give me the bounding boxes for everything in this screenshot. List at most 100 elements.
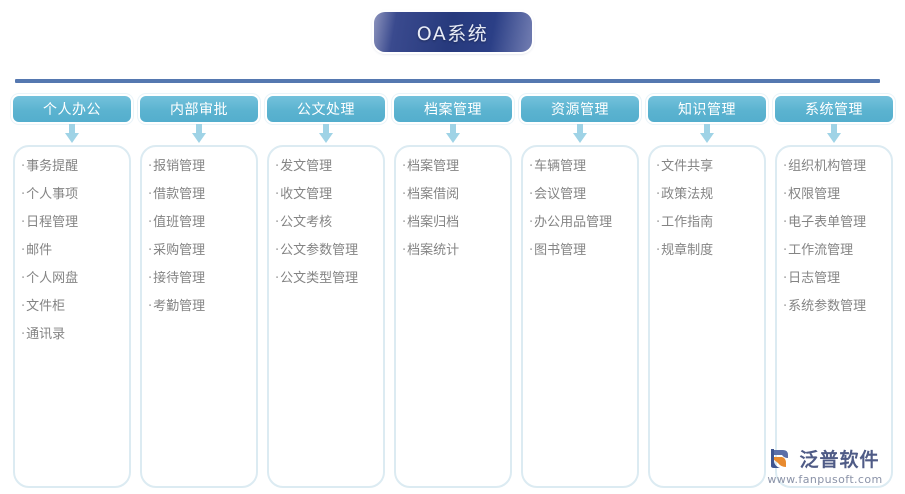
module-item[interactable]: ·文件共享 (656, 159, 760, 174)
module-column: 档案管理·档案管理·档案借阅·档案归档·档案统计 (394, 96, 512, 488)
module-item[interactable]: ·公文类型管理 (275, 271, 379, 286)
column-header-label: 内部审批 (170, 101, 228, 118)
module-item[interactable]: ·权限管理 (783, 187, 887, 202)
module-item-label: 办公用品管理 (534, 214, 613, 230)
arrow-down-icon (192, 123, 206, 144)
bullet-icon: · (402, 214, 407, 230)
module-item[interactable]: ·公文参数管理 (275, 243, 379, 258)
module-item-label: 档案归档 (407, 214, 460, 230)
module-column: 个人办公·事务提醒·个人事项·日程管理·邮件·个人网盘·文件柜·通讯录 (13, 96, 131, 488)
module-item[interactable]: ·档案借阅 (402, 187, 506, 202)
module-item-label: 个人事项 (26, 186, 79, 202)
bullet-icon: · (148, 298, 153, 314)
module-item-label: 日程管理 (26, 214, 79, 230)
module-item[interactable]: ·公文考核 (275, 215, 379, 230)
bullet-icon: · (148, 270, 153, 286)
module-item[interactable]: ·系统参数管理 (783, 299, 887, 314)
module-item-label: 邮件 (26, 242, 53, 258)
arrow-down-icon (827, 123, 841, 144)
module-item[interactable]: ·日程管理 (21, 215, 125, 230)
column-header-7[interactable]: 系统管理 (775, 96, 893, 122)
arrow-down-icon (446, 123, 460, 144)
title-area: OA系统 (0, 8, 905, 56)
module-item[interactable]: ·工作流管理 (783, 243, 887, 258)
fanpu-logo-icon (771, 449, 789, 468)
arrow-stem (704, 123, 710, 134)
system-title-badge: OA系统 (373, 12, 532, 52)
module-item-label: 工作指南 (661, 214, 714, 230)
module-item-label: 通讯录 (26, 326, 66, 342)
module-item[interactable]: ·办公用品管理 (529, 215, 633, 230)
module-item-label: 系统参数管理 (788, 298, 867, 314)
module-column: 内部审批·报销管理·借款管理·值班管理·采购管理·接待管理·考勤管理 (140, 96, 258, 488)
module-item[interactable]: ·档案管理 (402, 159, 506, 174)
module-item[interactable]: ·个人事项 (21, 187, 125, 202)
module-item[interactable]: ·接待管理 (148, 271, 252, 286)
bullet-icon: · (21, 214, 26, 230)
module-item[interactable]: ·政策法规 (656, 187, 760, 202)
column-body: ·发文管理·收文管理·公文考核·公文参数管理·公文类型管理 (267, 144, 385, 488)
module-item-label: 会议管理 (534, 186, 587, 202)
watermark: 泛普软件 www.fanpusoft.com (755, 442, 895, 488)
bullet-icon: · (275, 186, 280, 202)
bullet-icon: · (529, 214, 534, 230)
arrow-head (319, 132, 333, 143)
column-body: ·报销管理·借款管理·值班管理·采购管理·接待管理·考勤管理 (140, 144, 258, 488)
module-item[interactable]: ·电子表单管理 (783, 215, 887, 230)
module-item[interactable]: ·邮件 (21, 243, 125, 258)
module-item[interactable]: ·事务提醒 (21, 159, 125, 174)
module-item[interactable]: ·文件柜 (21, 299, 125, 314)
arrow-down-icon (573, 123, 587, 144)
page-title: OA系统 (416, 22, 489, 45)
header-divider (15, 79, 880, 83)
module-item[interactable]: ·个人网盘 (21, 271, 125, 286)
module-item-label: 档案借阅 (407, 186, 460, 202)
bullet-icon: · (402, 186, 407, 202)
arrow-head (827, 132, 841, 143)
arrow-down-icon (65, 123, 79, 144)
bullet-icon: · (783, 270, 788, 286)
module-item[interactable]: ·档案统计 (402, 243, 506, 258)
module-item-label: 规章制度 (661, 242, 714, 258)
module-item[interactable]: ·日志管理 (783, 271, 887, 286)
module-item[interactable]: ·会议管理 (529, 187, 633, 202)
column-header-3[interactable]: 公文处理 (267, 96, 385, 122)
module-item[interactable]: ·采购管理 (148, 243, 252, 258)
module-item[interactable]: ·工作指南 (656, 215, 760, 230)
module-item[interactable]: ·发文管理 (275, 159, 379, 174)
module-item-label: 文件共享 (661, 158, 714, 174)
bullet-icon: · (148, 158, 153, 174)
module-item-label: 公文参数管理 (280, 242, 359, 258)
module-column: 系统管理·组织机构管理·权限管理·电子表单管理·工作流管理·日志管理·系统参数管… (775, 96, 893, 488)
column-header-6[interactable]: 知识管理 (648, 96, 766, 122)
module-item[interactable]: ·通讯录 (21, 327, 125, 342)
column-header-5[interactable]: 资源管理 (521, 96, 639, 122)
column-header-4[interactable]: 档案管理 (394, 96, 512, 122)
module-item[interactable]: ·规章制度 (656, 243, 760, 258)
arrow-stem (69, 123, 75, 134)
module-item-label: 公文考核 (280, 214, 333, 230)
module-item[interactable]: ·图书管理 (529, 243, 633, 258)
column-header-label: 档案管理 (424, 101, 482, 118)
module-item-label: 考勤管理 (153, 298, 206, 314)
module-item-label: 电子表单管理 (788, 214, 867, 230)
arrow-head (65, 132, 79, 143)
arrow-stem (450, 123, 456, 134)
bullet-icon: · (783, 242, 788, 258)
module-item[interactable]: ·车辆管理 (529, 159, 633, 174)
module-item[interactable]: ·报销管理 (148, 159, 252, 174)
module-item[interactable]: ·借款管理 (148, 187, 252, 202)
module-item[interactable]: ·收文管理 (275, 187, 379, 202)
column-header-1[interactable]: 个人办公 (13, 96, 131, 122)
module-item[interactable]: ·值班管理 (148, 215, 252, 230)
module-item[interactable]: ·考勤管理 (148, 299, 252, 314)
column-header-2[interactable]: 内部审批 (140, 96, 258, 122)
module-item-label: 政策法规 (661, 186, 714, 202)
column-body: ·车辆管理 ·会议管理 ·办公用品管理 ·图书管理 (521, 144, 639, 488)
bullet-icon: · (656, 214, 661, 230)
module-item-label: 借款管理 (153, 186, 206, 202)
module-item[interactable]: ·组织机构管理 (783, 159, 887, 174)
module-item-label: 文件柜 (26, 298, 66, 314)
module-column: 资源管理 ·车辆管理 ·会议管理 ·办公用品管理 ·图书管理 (521, 96, 639, 488)
module-item[interactable]: ·档案归档 (402, 215, 506, 230)
